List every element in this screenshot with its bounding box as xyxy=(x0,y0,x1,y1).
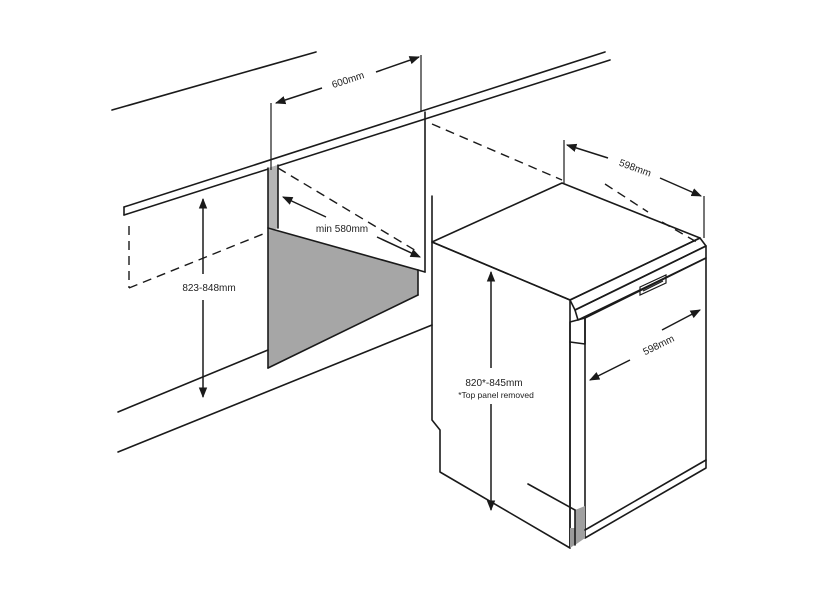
control-panel xyxy=(574,245,707,321)
door-hinge-edge xyxy=(569,317,586,345)
appliance-width-label: 598mm xyxy=(642,333,677,358)
plinth-gap xyxy=(575,506,585,545)
countertop xyxy=(111,51,611,216)
dishwasher-door xyxy=(584,257,707,539)
dishwasher xyxy=(431,182,707,549)
niche-side-wall xyxy=(268,165,278,232)
dimension-niche-depth: min 580mm xyxy=(282,196,421,258)
niche-height-label: 823-848mm xyxy=(182,283,235,294)
niche-opening xyxy=(267,111,433,369)
dimension-niche-height: 823-848mm xyxy=(182,197,236,399)
dimension-appliance-height: 820*-845mm *Top panel removed xyxy=(458,270,534,512)
dimension-appliance-width: 598mm xyxy=(589,309,701,381)
appliance-height-note: *Top panel removed xyxy=(458,390,534,400)
appliance-height-label: 820*-845mm xyxy=(465,378,522,389)
appliance-depth-label: 598mm xyxy=(617,158,652,180)
niche-width-label: 600mm xyxy=(331,70,366,91)
left-cabinet xyxy=(117,167,433,453)
display-window xyxy=(639,274,667,296)
niche-depth-label: min 580mm xyxy=(316,224,368,235)
niche-floor xyxy=(268,228,418,368)
dimension-appliance-depth: 598mm xyxy=(563,140,705,238)
dishwasher-top-edge xyxy=(569,237,707,311)
